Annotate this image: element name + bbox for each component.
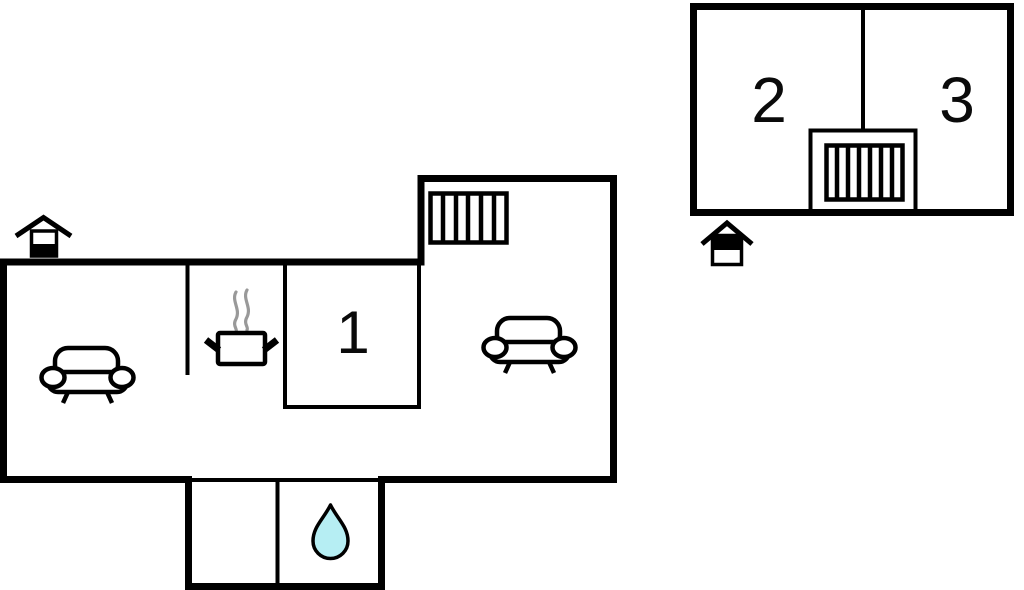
stairs-icon: [428, 191, 509, 245]
ground-floor-unit: 1: [0, 175, 617, 590]
pot-icon: [203, 288, 280, 367]
stairs-icon: [824, 143, 905, 202]
stairwell-walls: [808, 128, 918, 213]
room-1-walls: [283, 263, 421, 409]
entrance-icon: [14, 214, 73, 258]
entrance-icon: [700, 219, 754, 267]
water-drop-icon: [311, 503, 350, 561]
room-3-label: 3: [939, 64, 975, 136]
ground-floor-outer-wall: [0, 175, 617, 590]
upper-floor-unit: 2 3: [690, 3, 1014, 267]
room-1-label: 1: [336, 299, 369, 366]
room-2-label: 2: [751, 64, 787, 136]
